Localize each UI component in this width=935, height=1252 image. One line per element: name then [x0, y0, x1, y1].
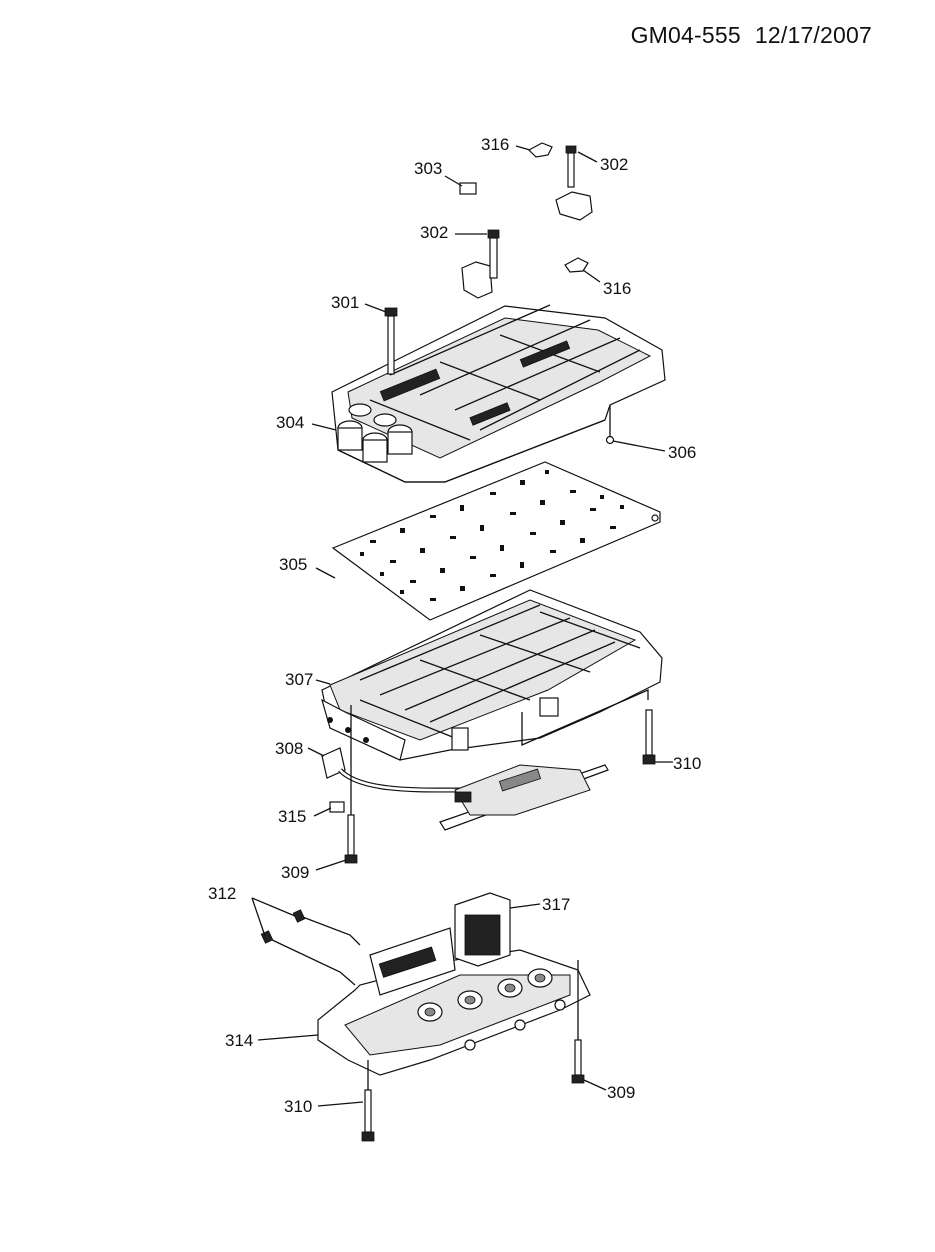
- callout-314: 314: [225, 1031, 253, 1050]
- clip-316-upper: [528, 142, 553, 158]
- leader-lines: [251, 145, 673, 1107]
- wiring-harness: [459, 142, 593, 299]
- callout-317: 317: [542, 895, 570, 914]
- bolts-312: [260, 909, 361, 986]
- callout-302-lower: 302: [420, 223, 448, 242]
- lower-valve-body-307: [321, 589, 663, 761]
- solenoids-row: [417, 968, 553, 1022]
- diagram-id: GM04-555: [630, 22, 741, 48]
- bolt-309-upper: [344, 814, 358, 864]
- clip-316-lower: [564, 257, 589, 273]
- connector-308: [321, 747, 346, 779]
- callout-labels: 316 302 303 302 316 301 304 306 305 307 …: [208, 135, 701, 1116]
- callout-312: 312: [208, 884, 236, 903]
- spacer-plate-305: [331, 461, 661, 621]
- callout-301: 301: [331, 293, 359, 312]
- callout-316-lower: 316: [603, 279, 631, 298]
- callout-303: 303: [414, 159, 442, 178]
- callout-310-lower: 310: [284, 1097, 312, 1116]
- solenoid-row: [337, 403, 413, 463]
- callout-315: 315: [278, 807, 306, 826]
- diagram-header: GM04-555 12/17/2007: [560, 22, 872, 49]
- bracket-lower: [461, 261, 493, 299]
- internal-harness-308: [321, 705, 656, 864]
- bolt-310-upper: [642, 709, 656, 765]
- pin-306: [605, 435, 615, 445]
- bolt-302-lower: [487, 229, 500, 279]
- callout-307: 307: [285, 670, 313, 689]
- callout-305: 305: [279, 555, 307, 574]
- callout-308: 308: [275, 739, 303, 758]
- bolt-309-lower: [571, 1039, 585, 1084]
- callout-306: 306: [668, 443, 696, 462]
- callout-302-upper: 302: [600, 155, 628, 174]
- solenoid-body-314: [260, 892, 591, 1142]
- clip-315: [329, 801, 345, 813]
- connector-303: [459, 182, 477, 195]
- callout-309-upper: 309: [281, 863, 309, 882]
- callout-316-upper: 316: [481, 135, 509, 154]
- bolt-310-lower: [361, 1089, 375, 1142]
- bolt-302-upper: [565, 145, 577, 188]
- diagram-date: 12/17/2007: [754, 22, 872, 48]
- callout-304: 304: [276, 413, 304, 432]
- upper-valve-body-304: [331, 304, 666, 483]
- bracket-upper: [555, 191, 593, 221]
- callout-309-lower: 309: [607, 1083, 635, 1102]
- callout-310-upper: 310: [673, 754, 701, 773]
